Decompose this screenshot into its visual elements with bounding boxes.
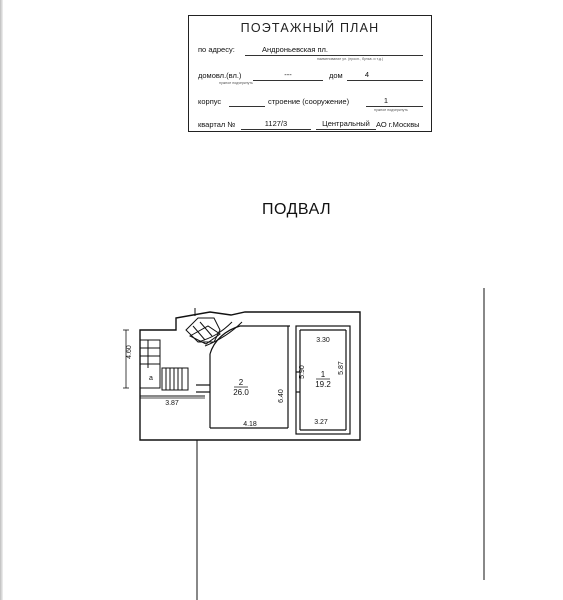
dim-5-90: 5.90 [299, 365, 306, 379]
page-edge [0, 0, 3, 600]
district-value: Центральный [322, 119, 370, 128]
floor-title: ПОДВАЛ [262, 201, 332, 218]
dim-4-18: 4.18 [243, 421, 257, 428]
stair-block [139, 339, 205, 397]
dim-6-40: 6.40 [278, 389, 285, 403]
kvartal-label: квартал № [198, 120, 236, 129]
room-2-walls [196, 325, 290, 429]
dim-5-87: 5.87 [338, 361, 345, 375]
address-underline [245, 55, 423, 56]
dom-label: дом [329, 71, 343, 80]
room-1-number: 1 [321, 370, 326, 379]
address-hint: наименование ул. (просп., бульв. и т.д.) [317, 57, 384, 61]
address-value: Андроньевская пл. [261, 45, 329, 54]
address-label: по адресу: [198, 45, 235, 54]
kvartal-value: 1127/3 [264, 119, 288, 128]
dim-3-87: 3.87 [165, 400, 179, 407]
domovl-value: --- [284, 70, 292, 79]
dom-underline [347, 80, 423, 81]
room-2-area: 26.0 [233, 388, 249, 397]
dim-3-27: 3.27 [314, 419, 328, 426]
dimension-lines [123, 329, 297, 399]
kvartal-underline [241, 129, 311, 130]
domovl-label: домовл.(вл.) [198, 71, 242, 80]
curved-stair [185, 317, 243, 347]
stroenie-underline [366, 106, 423, 107]
domovl-hint: нужное подчеркнуть [219, 81, 253, 85]
district-suffix: АО г.Москвы [376, 120, 420, 129]
stroenie-label: строение (сооружение) [268, 97, 350, 106]
building-outline [139, 311, 361, 441]
district-underline [316, 129, 376, 130]
korpus-underline [229, 106, 265, 107]
title-block-stamp: ПОЭТАЖНЫЙ ПЛАН по адресу: Андроньевская … [188, 15, 432, 132]
dom-value: 4 [364, 70, 370, 79]
room-a-label: а [149, 375, 153, 382]
dim-3-30: 3.30 [316, 337, 330, 344]
dim-4-60: 4.60 [126, 345, 133, 359]
stamp-title: ПОЭТАЖНЫЙ ПЛАН [240, 21, 380, 35]
room-1-area: 19.2 [315, 380, 331, 389]
room-2-number: 2 [239, 378, 244, 387]
domovl-underline [253, 80, 323, 81]
stroenie-value: 1 [383, 96, 389, 105]
stroenie-hint: нужное подчеркнуть [374, 108, 408, 112]
korpus-label: корпус [198, 97, 222, 106]
